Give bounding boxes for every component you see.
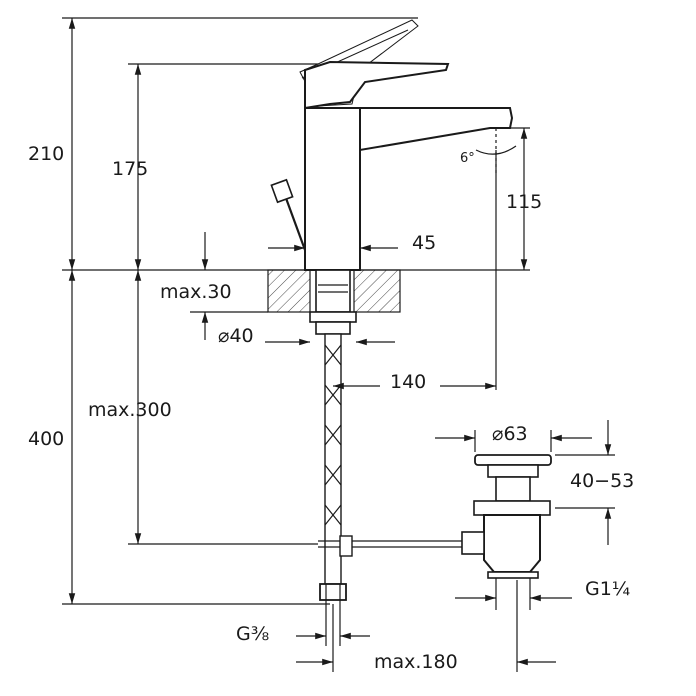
- dim-rod-reach: max.180: [374, 651, 458, 673]
- linkage-rod: [318, 535, 462, 557]
- dim-deck-thickness: max.30: [160, 281, 232, 303]
- dimension-lines: [62, 17, 615, 672]
- dim-outlet-height: 115: [506, 191, 542, 213]
- dim-spout-height: 175: [112, 158, 148, 180]
- dim-inlet-thread: G⅜: [236, 623, 269, 645]
- dim-below-deck: 400: [28, 428, 64, 450]
- flex-hose: [319, 333, 347, 601]
- dim-spout-reach: 140: [390, 371, 426, 393]
- countertop: [267, 269, 401, 313]
- dim-total-height: 210: [28, 143, 64, 165]
- pop-up-waste: [461, 454, 552, 579]
- dim-body-width: 45: [412, 232, 436, 254]
- dim-waste-height: 40−53: [570, 470, 634, 492]
- dim-spout-angle: 6°: [460, 151, 475, 166]
- faucet-body: [270, 19, 514, 335]
- dim-hose-length: max.300: [88, 399, 172, 421]
- dim-waste-diameter: ⌀63: [492, 423, 528, 445]
- dim-waste-thread: G1¼: [585, 578, 630, 600]
- dim-hole-diameter: ⌀40: [218, 325, 254, 347]
